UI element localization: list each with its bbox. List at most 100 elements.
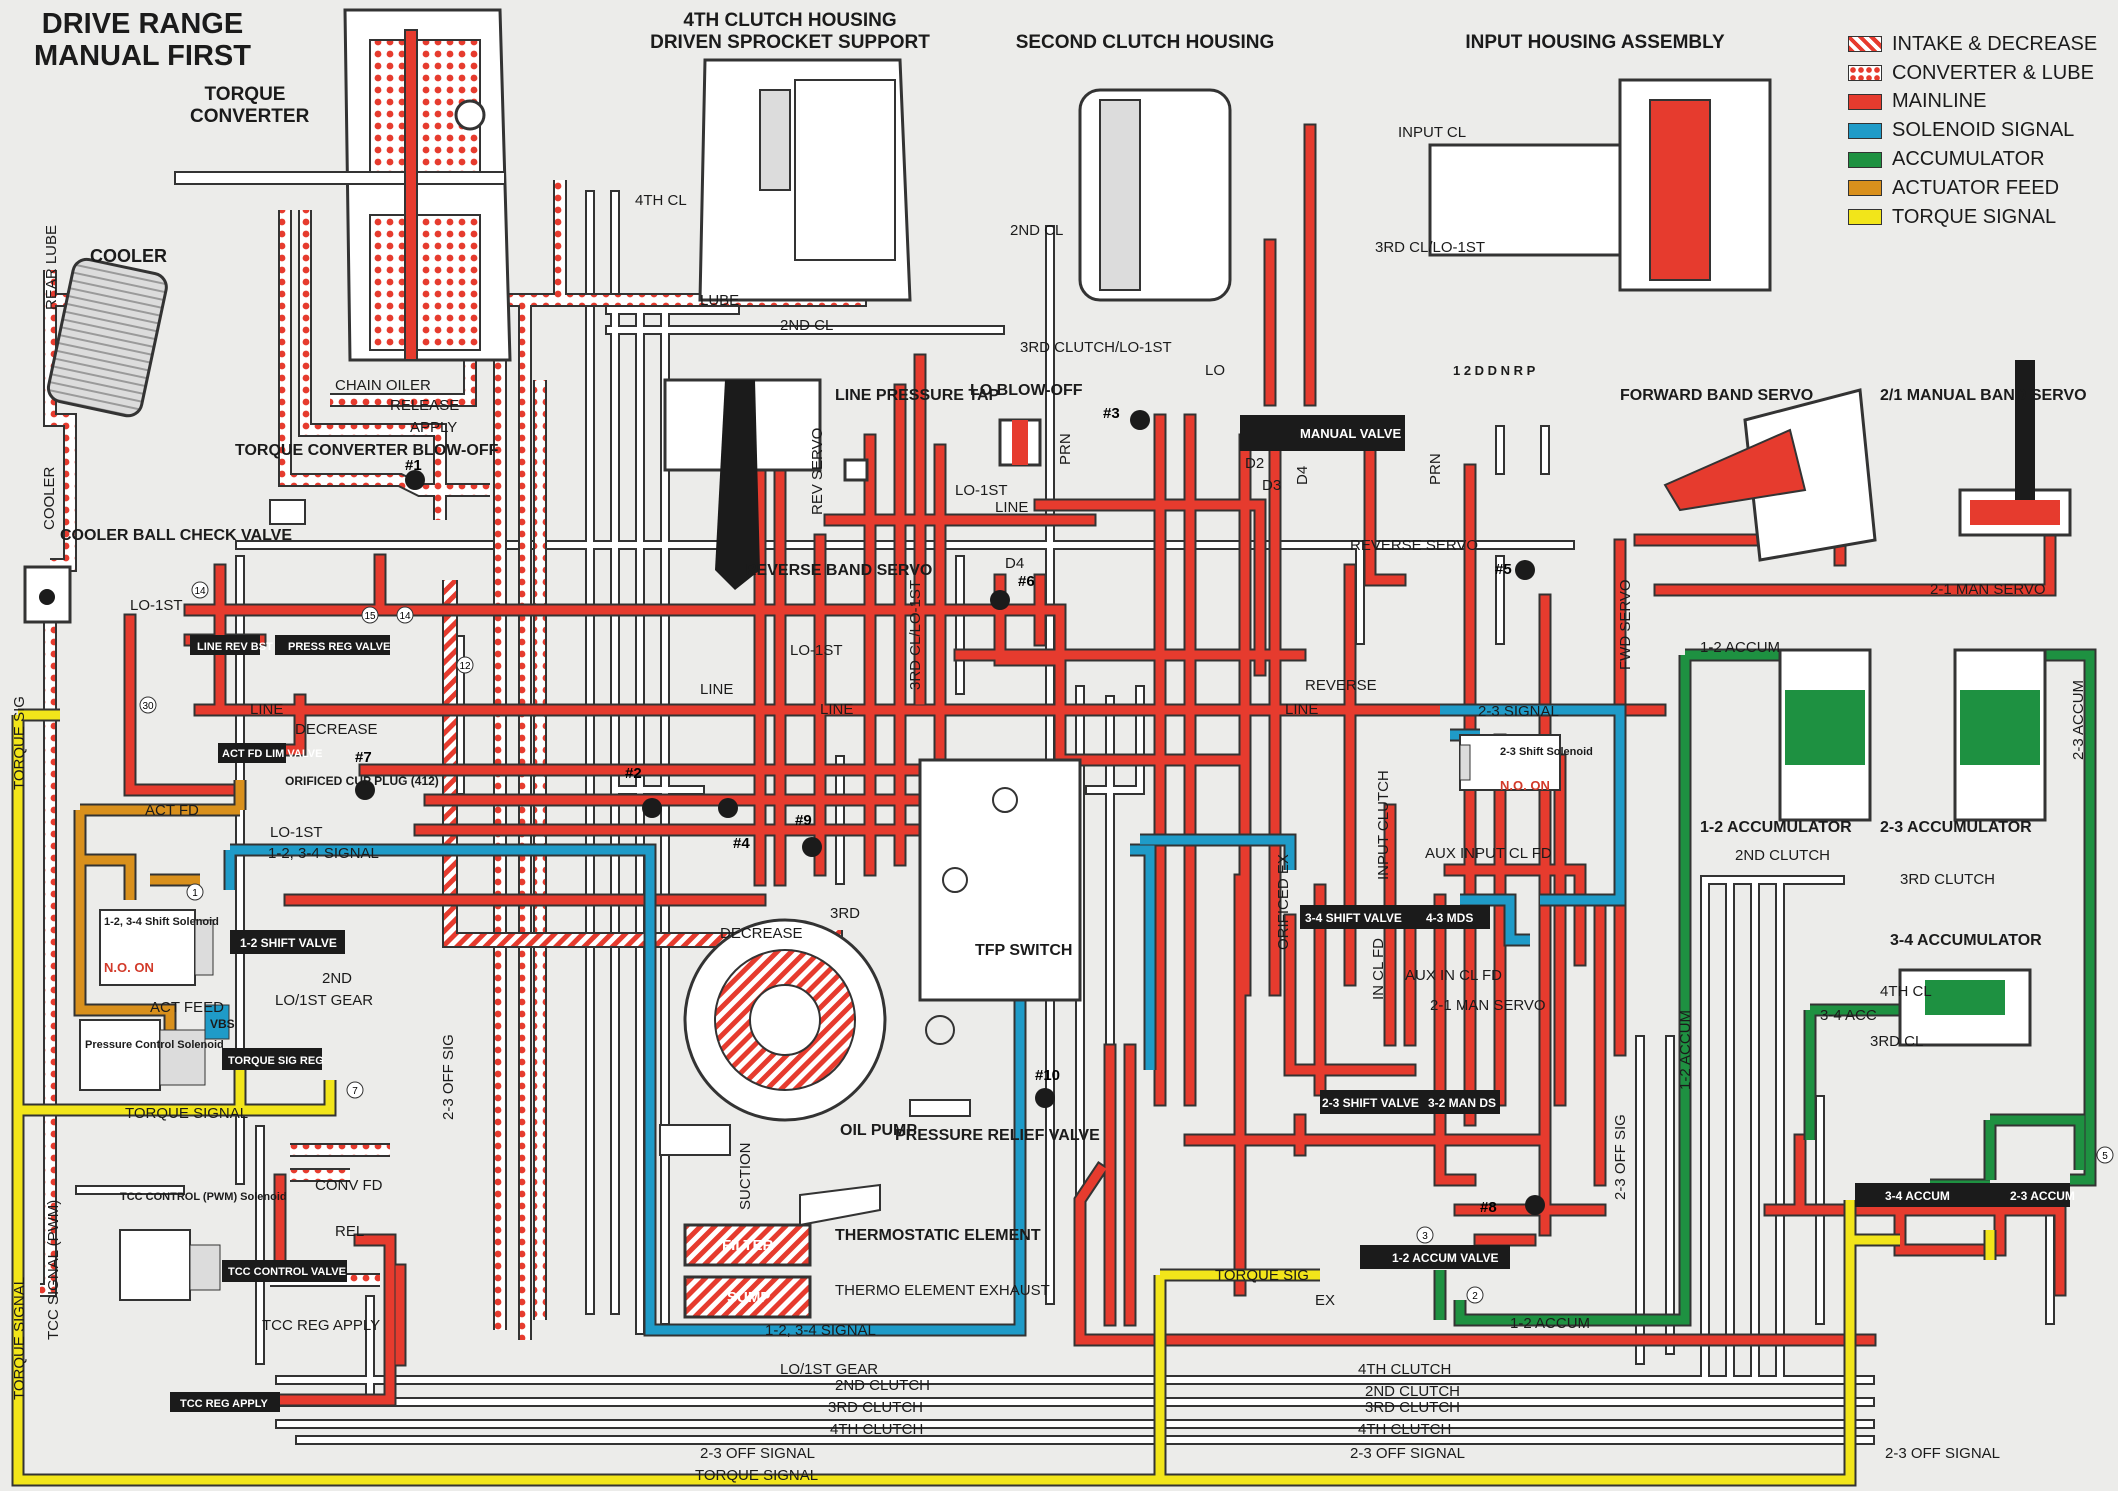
tcc-solenoid-drawing bbox=[119, 1229, 221, 1301]
label-manual-valve: MANUAL VALVE bbox=[1300, 426, 1401, 441]
tcc-control-valve bbox=[222, 1260, 347, 1282]
accum-valve-23 bbox=[1975, 1183, 2070, 1207]
label-accum-23: 2-3 ACCUM bbox=[2070, 680, 2087, 760]
page-title: DRIVE RANGE MANUAL FIRST bbox=[34, 8, 251, 72]
label-pressure-control-solenoid: Pressure Control Solenoid bbox=[85, 1039, 224, 1051]
label-filter: FILTER bbox=[722, 1237, 774, 1254]
label-reverse: REVERSE bbox=[1305, 677, 1377, 694]
label-thermo-exhaust: THERMO ELEMENT EXHAUST bbox=[835, 1282, 1050, 1299]
svg-text:2: 2 bbox=[1472, 1291, 1478, 1302]
label-apply: APPLY bbox=[410, 419, 457, 436]
legend-swatch-accumulator bbox=[1848, 151, 1882, 168]
label-lo: LO bbox=[1205, 362, 1225, 379]
checkball-3 bbox=[1130, 410, 1150, 430]
legend-item-converter: CONVERTER & LUBE bbox=[1848, 59, 2110, 88]
label-fourth-clutch-a: 4TH CLUTCH bbox=[830, 1421, 923, 1438]
label-orificed-cup-plug: ORIFICED CUP PLUG (412) bbox=[285, 774, 439, 788]
checkball-1 bbox=[405, 470, 425, 490]
label-cooler-v: COOLER bbox=[41, 466, 58, 530]
svg-text:1: 1 bbox=[192, 888, 198, 899]
legend-label: CONVERTER & LUBE bbox=[1892, 61, 2094, 84]
shift-valve-34 bbox=[1300, 905, 1430, 929]
cooler-ball-check-drawing bbox=[23, 565, 72, 624]
label-vbs: VBS bbox=[210, 1017, 235, 1031]
label-lube: LUBE bbox=[700, 292, 739, 309]
label-line-pressure-tap: LINE PRESSURE TAP bbox=[835, 387, 1000, 404]
legend-swatch-mainline bbox=[1848, 93, 1882, 110]
label-line-a: LINE bbox=[995, 499, 1028, 516]
label-no-on-a: N.O. ON bbox=[1500, 778, 1550, 793]
label-lo-blowoff: LO BLOW-OFF bbox=[970, 382, 1083, 399]
label-lo1st-gear-a: LO/1ST GEAR bbox=[275, 992, 373, 1009]
svg-text:#4: #4 bbox=[733, 835, 750, 852]
header-second-clutch: SECOND CLUTCH HOUSING bbox=[1015, 32, 1275, 53]
label-man-servo-21b: 2-1 MAN SERVO bbox=[1430, 997, 1546, 1014]
label-lo-1st-b: LO-1ST bbox=[790, 642, 843, 659]
label-line-c: LINE bbox=[820, 701, 853, 718]
label-signal-12-34-b: 1-2, 3-4 SIGNAL bbox=[765, 1322, 876, 1339]
accumulator-34-drawing bbox=[1898, 968, 2032, 1047]
label-accum-34: 3-4 ACC bbox=[1820, 1007, 1877, 1024]
label-input-cl: INPUT CL bbox=[1398, 124, 1466, 141]
pressure-control-solenoid-drawing bbox=[79, 1004, 230, 1091]
label-third-cl-lo1st-v: 3RD CL/LO-1ST bbox=[907, 580, 924, 690]
checkball-4 bbox=[718, 798, 738, 818]
press-reg-valve bbox=[275, 635, 390, 655]
label-shift-valve-12: 1-2 SHIFT VALVE bbox=[240, 936, 337, 950]
torque-converter-drawing bbox=[174, 8, 512, 362]
label-rear-lube: REAR LUBE bbox=[43, 225, 60, 310]
label-torque-sig-reg: TORQUE SIG REG bbox=[228, 1055, 324, 1067]
label-accumulator-34: 3-4 ACCUMULATOR bbox=[1890, 932, 2042, 949]
label-second-clutch-a: 2ND CLUTCH bbox=[835, 1377, 930, 1394]
torque-sig-reg-valve bbox=[222, 1048, 322, 1070]
label-tc-blowoff: TORQUE CONVERTER BLOW-OFF bbox=[235, 442, 499, 459]
cooler-drawing bbox=[46, 257, 168, 418]
label-act-fd: ACT FD bbox=[145, 802, 199, 819]
label-prn-b: PRN bbox=[1427, 453, 1444, 485]
header-fourth-clutch-line2: DRIVEN SPROCKET SUPPORT bbox=[650, 32, 930, 53]
label-act-fd-lim-valve: ACT FD LIM VALVE bbox=[222, 748, 322, 760]
label-fourth-cl-b: 4TH CL bbox=[1880, 983, 1932, 1000]
svg-text:#6: #6 bbox=[1018, 573, 1035, 590]
svg-text:#1: #1 bbox=[405, 457, 422, 474]
label-third-clutch-lo1st: 3RD CLUTCH/LO-1ST bbox=[1020, 339, 1172, 356]
label-torque-signal: TORQUE SIGNAL bbox=[125, 1105, 248, 1122]
label-man-servo-21: 2-1 MAN SERVO bbox=[1930, 581, 2046, 598]
thermostatic-element-drawing bbox=[799, 1183, 881, 1227]
header-fourth-clutch-line1: 4TH CLUTCH HOUSING bbox=[683, 10, 897, 31]
label-fourth-cl: 4TH CL bbox=[635, 192, 687, 209]
label-thermostatic: THERMOSTATIC ELEMENT bbox=[835, 1227, 1041, 1244]
exhaust-passages bbox=[75, 190, 2055, 1445]
accum-valve-34 bbox=[1855, 1183, 1975, 1207]
label-decrease-b: DECREASE bbox=[720, 925, 803, 942]
label-shift-valve-34: 3-4 SHIFT VALVE bbox=[1305, 911, 1402, 925]
svg-text:5: 5 bbox=[2102, 1151, 2108, 1162]
pressure-relief-spring bbox=[909, 1099, 971, 1117]
label-torque-sig-v: TORQUE SIG bbox=[11, 696, 28, 790]
lo-blowoff-drawing bbox=[998, 418, 1042, 467]
forward-band-servo-drawing bbox=[1663, 388, 1877, 562]
input-housing-drawing bbox=[1428, 78, 1772, 292]
legend-label: MAINLINE bbox=[1892, 90, 1987, 113]
label-rev-servo: REV SERVO bbox=[809, 428, 826, 515]
label-chain-oiler: CHAIN OILER bbox=[335, 377, 431, 394]
manual-valve bbox=[1240, 415, 1405, 451]
components bbox=[23, 8, 2072, 1319]
label-d3-a: D3 bbox=[1262, 477, 1281, 494]
label-line-d: LINE bbox=[250, 701, 283, 718]
label-cooler: COOLER bbox=[90, 246, 167, 266]
legend-item-torque: TORQUE SIGNAL bbox=[1848, 203, 2110, 232]
legend-swatch-torque bbox=[1848, 209, 1882, 226]
label-third-clutch-c: 3RD CLUTCH bbox=[1900, 871, 1995, 888]
label-torque-signal-v: TORQUE SIGNAL bbox=[11, 1277, 28, 1400]
fourth-clutch-housing-drawing bbox=[698, 58, 912, 302]
label-suction: SUCTION bbox=[737, 1143, 754, 1211]
label-lo-1st-a: LO-1ST bbox=[955, 482, 1008, 499]
checkball-6 bbox=[990, 590, 1010, 610]
label-sump: SUMP bbox=[727, 1289, 770, 1306]
solenoid-1234-drawing bbox=[99, 909, 214, 986]
label-release: RELEASE bbox=[390, 397, 459, 414]
diagram-labels: COOLER REAR LUBE COOLER COOLER BALL CHEC… bbox=[11, 124, 2087, 1484]
label-accum-valve-23: 2-3 ACCUM bbox=[2010, 1189, 2075, 1203]
